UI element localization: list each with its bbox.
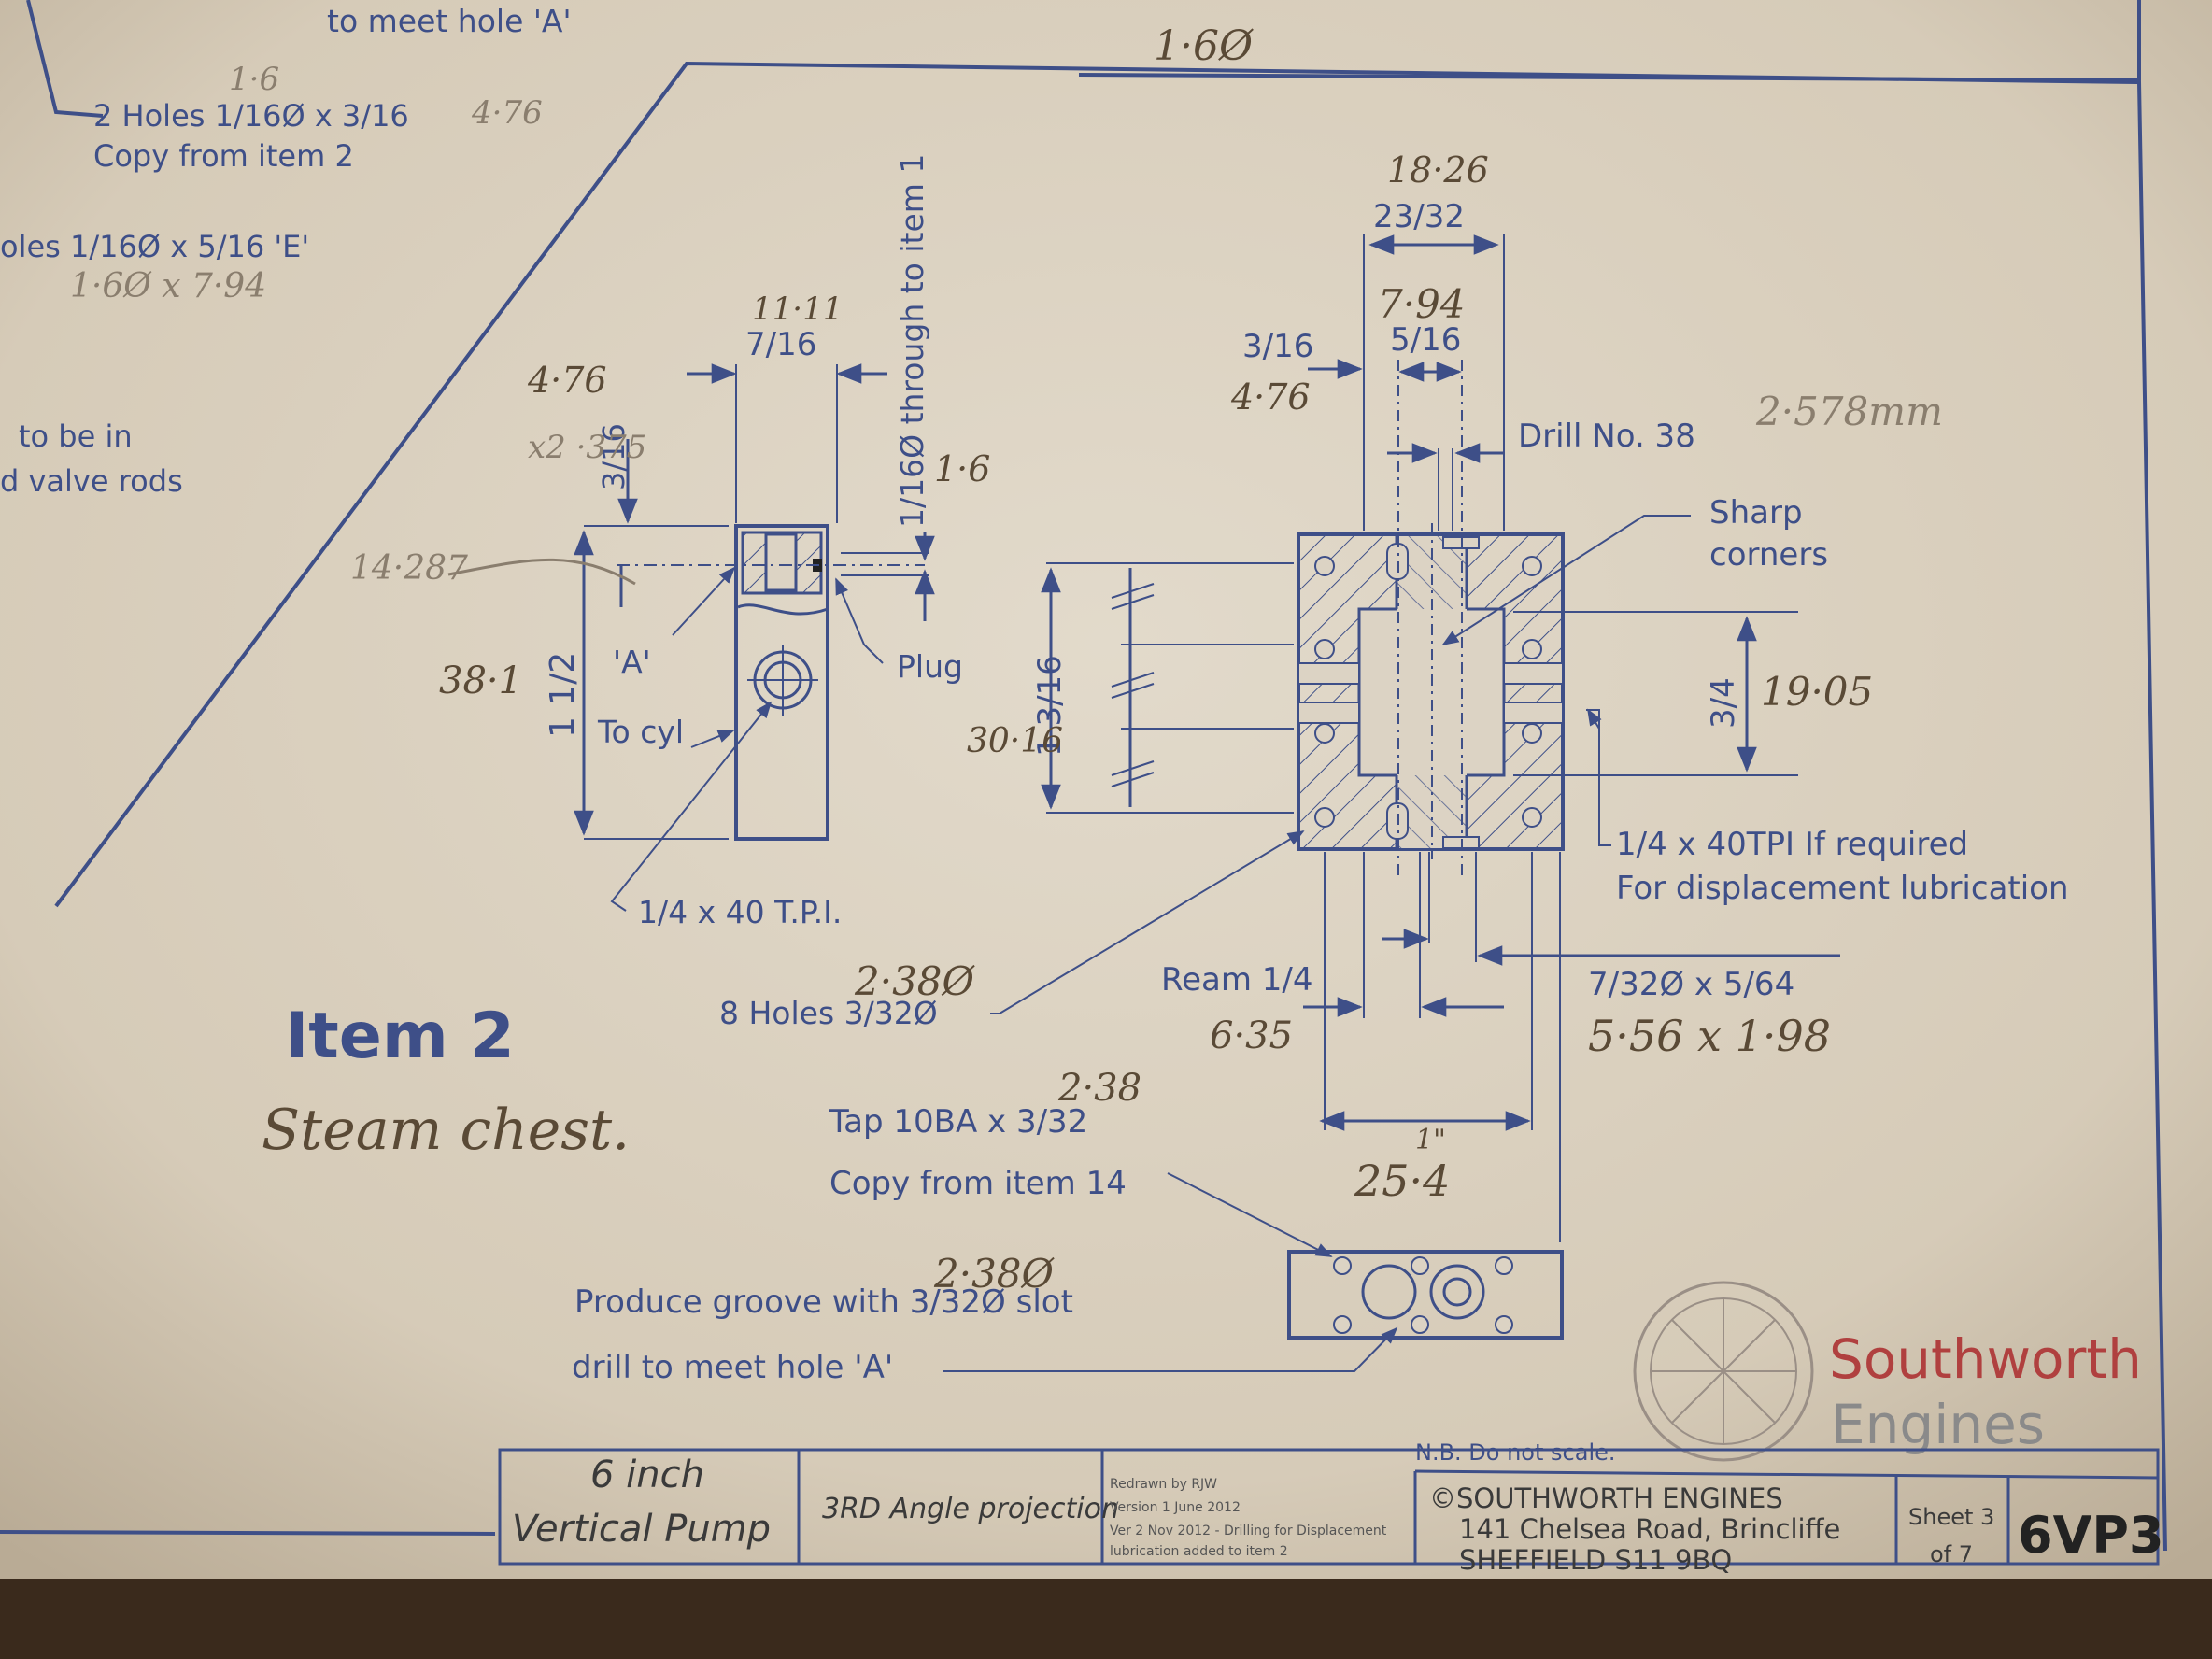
front-inner-width-hand: 7·94 (1378, 281, 1466, 327)
sheet-1: Sheet 3 (1908, 1504, 1994, 1530)
rev-2: Version 1 June 2012 (1110, 1500, 1241, 1515)
front-ream-hand: 6·35 (1210, 1014, 1293, 1057)
side-height-label: 1 1/2 (544, 652, 582, 738)
drawing-number: 6VP3 (2018, 1506, 2164, 1565)
top-partial-note: to meet hole 'A' (327, 3, 572, 39)
sheet-border (0, 0, 2167, 1552)
side-plug-label: Plug (897, 648, 963, 685)
title-block (498, 1448, 2160, 1566)
front-height: 1 3/16 (1031, 655, 1069, 757)
side-through-label: 1/16Ø through to item 1 (894, 154, 930, 528)
projection: 3RD Angle projection (822, 1493, 1119, 1525)
front-right-height: 3/4 (1705, 677, 1742, 729)
front-sharp-1: Sharp (1709, 494, 1803, 532)
holes-e-note: oles 1/16Ø x 5/16 'E' (0, 229, 309, 264)
title-1: 6 inch (590, 1453, 704, 1496)
front-top-width: 23/32 (1373, 198, 1465, 235)
side-view (447, 363, 935, 912)
front-right-height-hand: 19·05 (1761, 669, 1873, 715)
address-2: 141 Chelsea Road, Brincliffe (1459, 1513, 1840, 1545)
groove-line-1-hand: 2·38Ø (933, 1251, 1056, 1297)
holes-note-2: Copy from item 2 (93, 138, 354, 174)
front-holes: 8 Holes 3/32Ø (719, 995, 938, 1031)
holes-note-1-hand: 4·76 (471, 94, 543, 132)
logo-line-1: Southworth (1829, 1327, 2142, 1391)
rev-1: Redrawn by RJW (1110, 1477, 1217, 1492)
item-handwritten-name: Steam chest. (262, 1098, 630, 1163)
front-sharp-2: corners (1709, 536, 1828, 574)
side-tpi-label: 1/4 x 40 T.P.I. (638, 894, 842, 930)
address-1: ©SOUTHWORTH ENGINES (1429, 1482, 1783, 1514)
front-top-width-hand: 18·26 (1387, 149, 1489, 191)
front-slot-hand: 5·56 x 1·98 (1588, 1011, 1831, 1061)
front-view (990, 234, 1840, 1242)
side-width-label: 7/16 (745, 326, 816, 363)
side-left-hand: 14·287 (350, 549, 468, 588)
front-holes-hand: 2·38Ø (854, 958, 976, 1004)
front-left-offset: 3/16 (1242, 328, 1313, 365)
side-width-hand: 11·11 (752, 291, 843, 328)
groove-line-2: drill to meet hole 'A' (572, 1349, 893, 1386)
front-tap: Tap 10BA x 3/32 (829, 1103, 1087, 1141)
logo-line-2: Engines (1831, 1393, 2045, 1456)
top-hand-dimension: 1·6Ø (1154, 22, 1254, 70)
address-3: SHEFFIELD S11 9BQ (1459, 1544, 1732, 1576)
groove-view (943, 1172, 1564, 1372)
front-copy: Copy from item 14 (830, 1165, 1127, 1202)
title-2: Vertical Pump (512, 1508, 771, 1551)
item-title: Item 2 (285, 1000, 515, 1073)
logo-wheel-icon (1633, 1281, 1814, 1462)
front-inner-width: 5/16 (1390, 321, 1461, 359)
logo: Southworth Engines (1633, 1281, 2142, 1462)
scale-note: N.B. Do not scale. (1415, 1439, 1616, 1466)
groove-line-1: Produce groove with 3/32Ø slot (574, 1283, 1073, 1321)
side-cyl-label: To cyl (597, 714, 684, 750)
holes-hand: 1·6 (229, 61, 279, 98)
front-tpi-2: For displacement lubrication (1616, 870, 2069, 907)
front-tap-hand: 2·38 (1057, 1067, 1141, 1110)
side-a-label: 'A' (613, 644, 651, 680)
front-width-inch: 1" (1415, 1124, 1446, 1156)
front-slot: 7/32Ø x 5/64 (1588, 966, 1794, 1003)
holes-e-hand: 1·6Ø x 7·94 (70, 267, 266, 305)
rev-4: lubrication added to item 2 (1110, 1544, 1288, 1559)
side-through-hand: 1·6 (934, 448, 990, 489)
front-ream: Ream 1/4 (1161, 961, 1313, 999)
holes-note-1: 2 Holes 1/16Ø x 3/16 (93, 98, 409, 134)
paper (0, 0, 2212, 1607)
front-drill-hand: 2·578mm (1755, 389, 1943, 434)
front-left-offset-hand: 4·76 (1230, 376, 1311, 418)
side-316-hand: 4·76 (527, 360, 607, 401)
front-width-hand: 25·4 (1354, 1156, 1450, 1206)
rev-3: Ver 2 Nov 2012 - Drilling for Displaceme… (1110, 1524, 1387, 1538)
left-note-2: d valve rods (0, 463, 183, 499)
front-drill: Drill No. 38 (1518, 418, 1695, 455)
sheet-2: of 7 (1930, 1541, 1973, 1567)
front-tpi-1: 1/4 x 40TPI If required (1616, 826, 1968, 863)
side-316-label: 3/16 (596, 423, 631, 490)
front-height-hand: 30·16 (967, 722, 1063, 760)
side-height-hand: 38·1 (439, 659, 522, 702)
left-note-1: to be in (19, 418, 133, 454)
side-316-hand-2: x2 ·375 (528, 429, 646, 466)
